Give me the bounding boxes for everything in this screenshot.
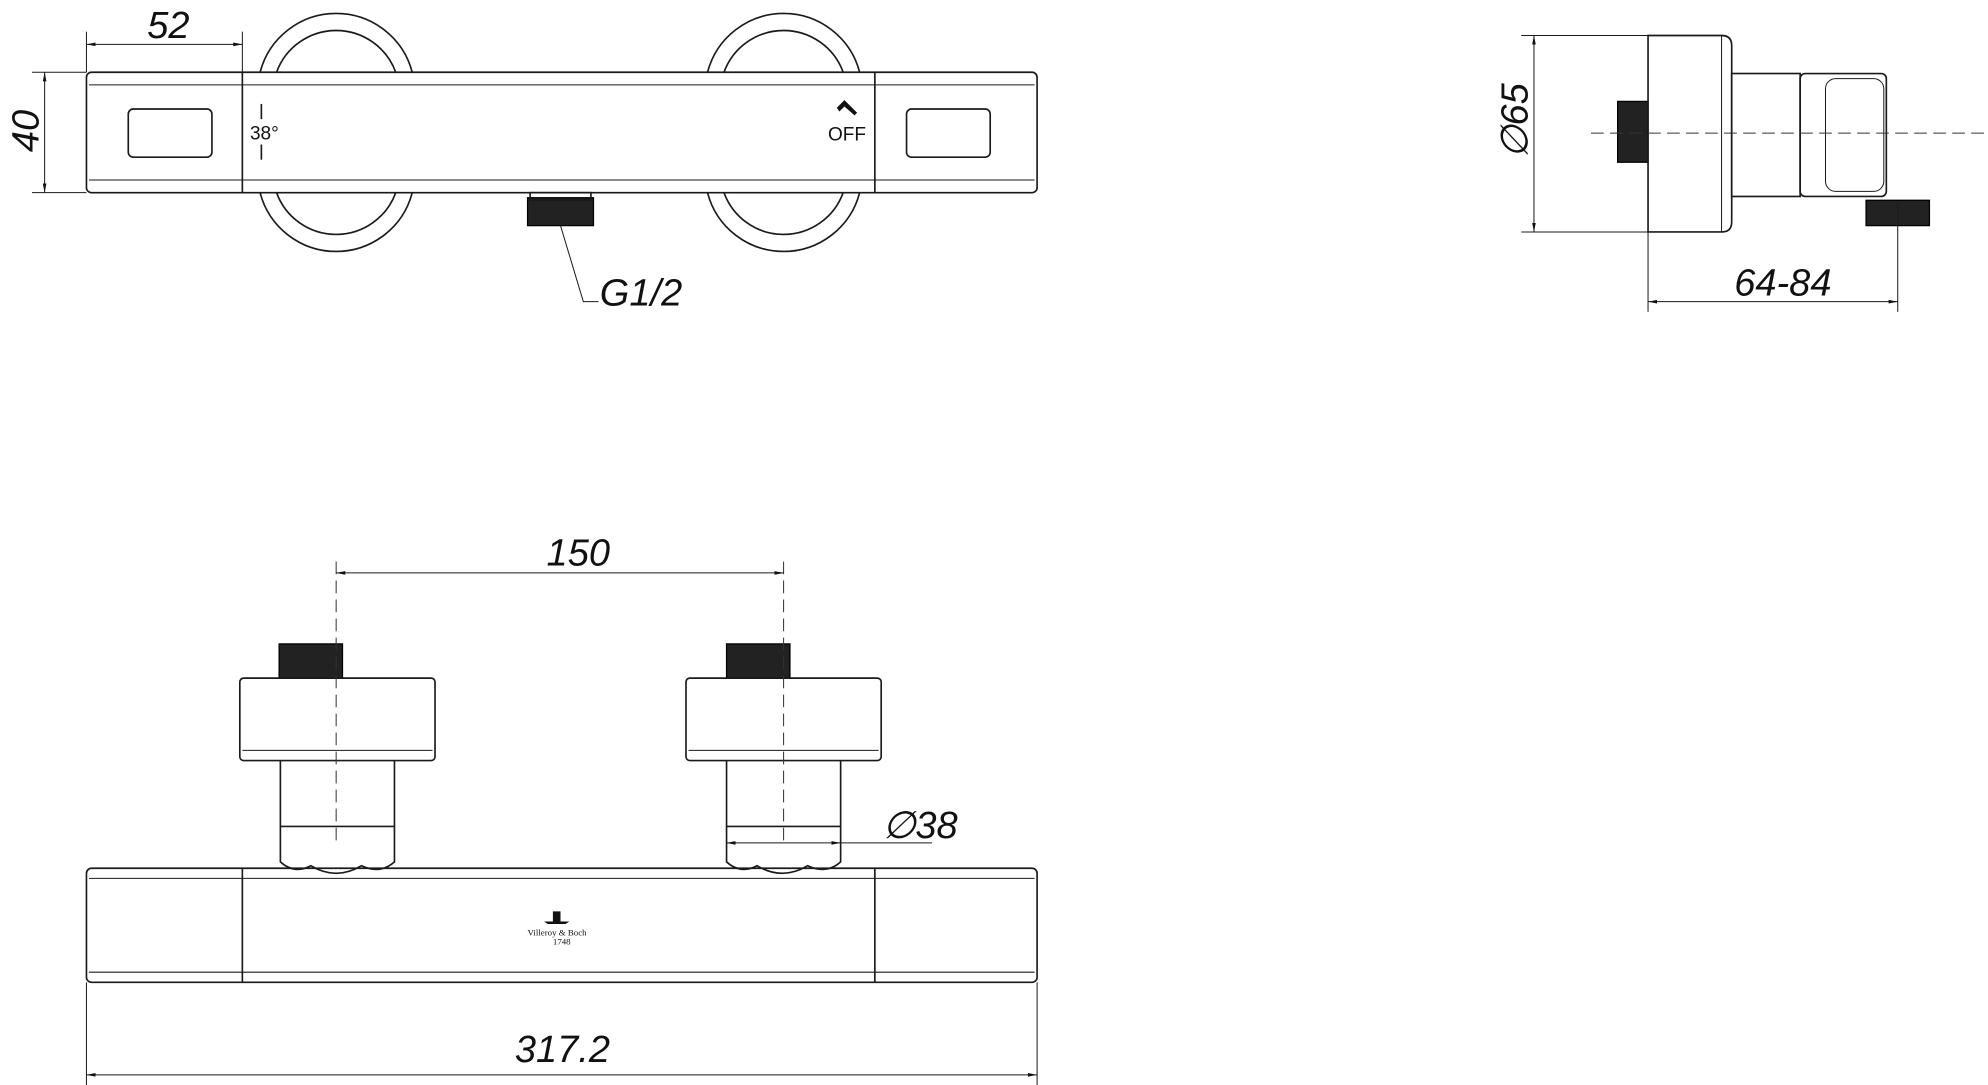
brand-logo: Villeroy & Boch 1748	[528, 911, 588, 946]
top-view: 38° OFF 52 40 G1/2	[5, 5, 1038, 314]
connection-label: G1/2	[600, 272, 682, 314]
dim-38: 38	[915, 805, 957, 847]
diameter-symbol-38: ∅	[882, 805, 917, 847]
side-view: ∅ 65 64-84	[1495, 34, 1988, 312]
front-view: Villeroy & Boch 1748 150 ∅ 38 317.2	[85, 532, 1038, 1085]
thread-icon	[526, 197, 595, 227]
dim-40: 40	[5, 110, 47, 152]
svg-text:Villeroy & Boch: Villeroy & Boch	[528, 927, 588, 937]
dim-150: 150	[547, 532, 610, 574]
dim-64-84: 64-84	[1734, 262, 1831, 304]
dim-317-2: 317.2	[515, 1029, 610, 1071]
diameter-symbol: ∅	[1495, 123, 1537, 158]
svg-text:1748: 1748	[553, 936, 571, 946]
off-label: OFF	[828, 125, 866, 146]
dim-52: 52	[147, 5, 189, 47]
handle-off-icon	[836, 100, 858, 116]
dim-65: 65	[1495, 82, 1537, 125]
temperature-label: 38°	[250, 123, 279, 144]
